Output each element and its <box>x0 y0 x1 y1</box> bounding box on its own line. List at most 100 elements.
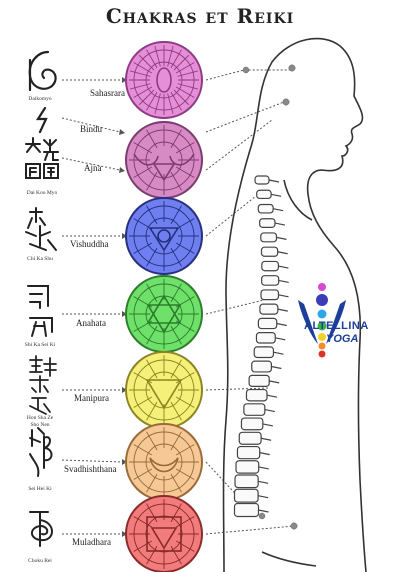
vertebra-process <box>271 193 282 197</box>
vertebra <box>253 346 275 359</box>
lotus-petals <box>129 45 199 115</box>
vertebra <box>235 460 260 474</box>
vertebra-process <box>278 265 289 269</box>
vertebra <box>233 502 260 518</box>
link-ajna <box>205 119 273 171</box>
vertebra <box>260 246 279 257</box>
vertebra-process <box>273 208 284 212</box>
page-title: Chakras et Reiki <box>105 4 295 28</box>
label-sahasrara: Sahasrara <box>90 88 125 98</box>
logo-dot-indigo <box>316 294 328 306</box>
arrow-svadhishthana <box>61 459 123 463</box>
vertebra-process <box>264 408 275 413</box>
lotus-petals <box>129 427 199 497</box>
vertebra-process <box>258 480 269 484</box>
point-bindu <box>282 98 290 106</box>
vertebra <box>257 317 278 330</box>
caption-sho-nen: Sho Nen <box>30 422 50 428</box>
point-muladhara <box>290 522 298 530</box>
vertebra <box>240 417 264 431</box>
sei-hei-ki-symbol-icon <box>29 427 53 477</box>
caption-daikomyo: Daikomyo <box>28 96 52 102</box>
arrow-ajna <box>61 157 121 171</box>
point-svadhishthana <box>258 512 266 520</box>
vertebra <box>234 474 259 489</box>
vertebra-process <box>278 294 289 298</box>
vertebra <box>243 403 266 416</box>
svadhishthana-circle <box>125 423 203 501</box>
vertebra <box>236 445 261 460</box>
vertebra-process <box>271 365 282 370</box>
vertebra-process <box>274 222 286 226</box>
vertebra-process <box>268 179 280 183</box>
arrow-bindu <box>61 117 121 133</box>
body-outline <box>222 37 367 572</box>
logo-dot-yellow <box>318 333 326 341</box>
vertebra <box>261 260 280 272</box>
valtellina-yoga-logo <box>298 283 346 358</box>
vertebra <box>248 374 270 387</box>
label-muladhara: Muladhara <box>72 537 111 547</box>
vertebra-process <box>278 279 289 284</box>
muladhara-circle <box>125 495 203 572</box>
logo-dot-red <box>318 350 326 358</box>
vertebra <box>257 203 274 214</box>
vertebra-process <box>273 351 284 355</box>
point-crown <box>242 66 250 74</box>
hon-sha-ze-sho-nen-symbol-icon <box>29 355 57 415</box>
link-anahata <box>205 299 265 315</box>
vertebra <box>238 431 262 445</box>
label-vishuddha: Vishuddha <box>70 239 109 249</box>
choku-rei-symbol-icon <box>29 511 53 547</box>
logo-right-wing <box>326 300 346 344</box>
vertebra <box>259 303 279 315</box>
vertebra <box>259 218 276 228</box>
vertebra-process <box>260 437 272 441</box>
vertebra <box>255 332 276 344</box>
anahata-circle <box>125 275 203 353</box>
sahasrara-circle <box>125 41 203 119</box>
caption-shi-ka-sei-ki: Shi Ka Sei Ki <box>24 342 56 348</box>
vertebra <box>260 289 280 301</box>
logo-text-valtellina: ALTELLINA <box>304 320 369 332</box>
vertebra <box>254 175 270 185</box>
vertebra-process <box>258 509 269 513</box>
vertebra <box>245 388 268 402</box>
shi-ka-sei-ki-symbol-icon <box>27 285 53 337</box>
label-manipura: Manipura <box>74 393 109 403</box>
logo-dot-violet <box>318 283 326 291</box>
caption-hon-sha-ze: Hon Sha Ze <box>26 415 54 421</box>
point-sahasrara <box>288 64 296 72</box>
link-sahasrara <box>205 69 290 81</box>
caption-choku-rei: Choku Rei <box>28 558 52 564</box>
vertebra-process <box>257 495 269 499</box>
logo-text-yoga: YOGA <box>326 333 359 345</box>
vertebra-process <box>277 251 288 255</box>
vertebra-process <box>266 394 278 398</box>
daikomyo-symbol-icon <box>28 50 57 92</box>
spine <box>233 175 289 518</box>
vertebra <box>256 189 272 200</box>
chi-ka-shu-symbol-icon <box>25 207 57 251</box>
link-muladhara <box>205 525 295 535</box>
label-svadhishthana: Svadhishthana <box>64 464 117 474</box>
dai-koo-myo-symbol-icon <box>25 137 59 179</box>
label-anahata: Anahata <box>76 318 106 328</box>
link-bindu <box>205 101 285 133</box>
vertebra-process <box>259 452 270 456</box>
ajna-circle <box>125 121 203 199</box>
vertebra <box>233 488 259 503</box>
vertebra <box>260 232 278 243</box>
caption-sei-hei-ki: Sei Hei Ki <box>28 486 52 492</box>
link-vishuddha <box>205 195 257 237</box>
lightning-symbol-icon <box>35 106 48 134</box>
logo-dot-green <box>317 321 327 331</box>
logo-dot-orange <box>318 342 326 350</box>
logo-left-wing <box>298 300 318 344</box>
vertebra-process <box>277 308 288 312</box>
logo-dot-blue <box>317 309 327 319</box>
vishuddha-circle <box>125 197 203 275</box>
vertebra-process <box>258 466 269 470</box>
